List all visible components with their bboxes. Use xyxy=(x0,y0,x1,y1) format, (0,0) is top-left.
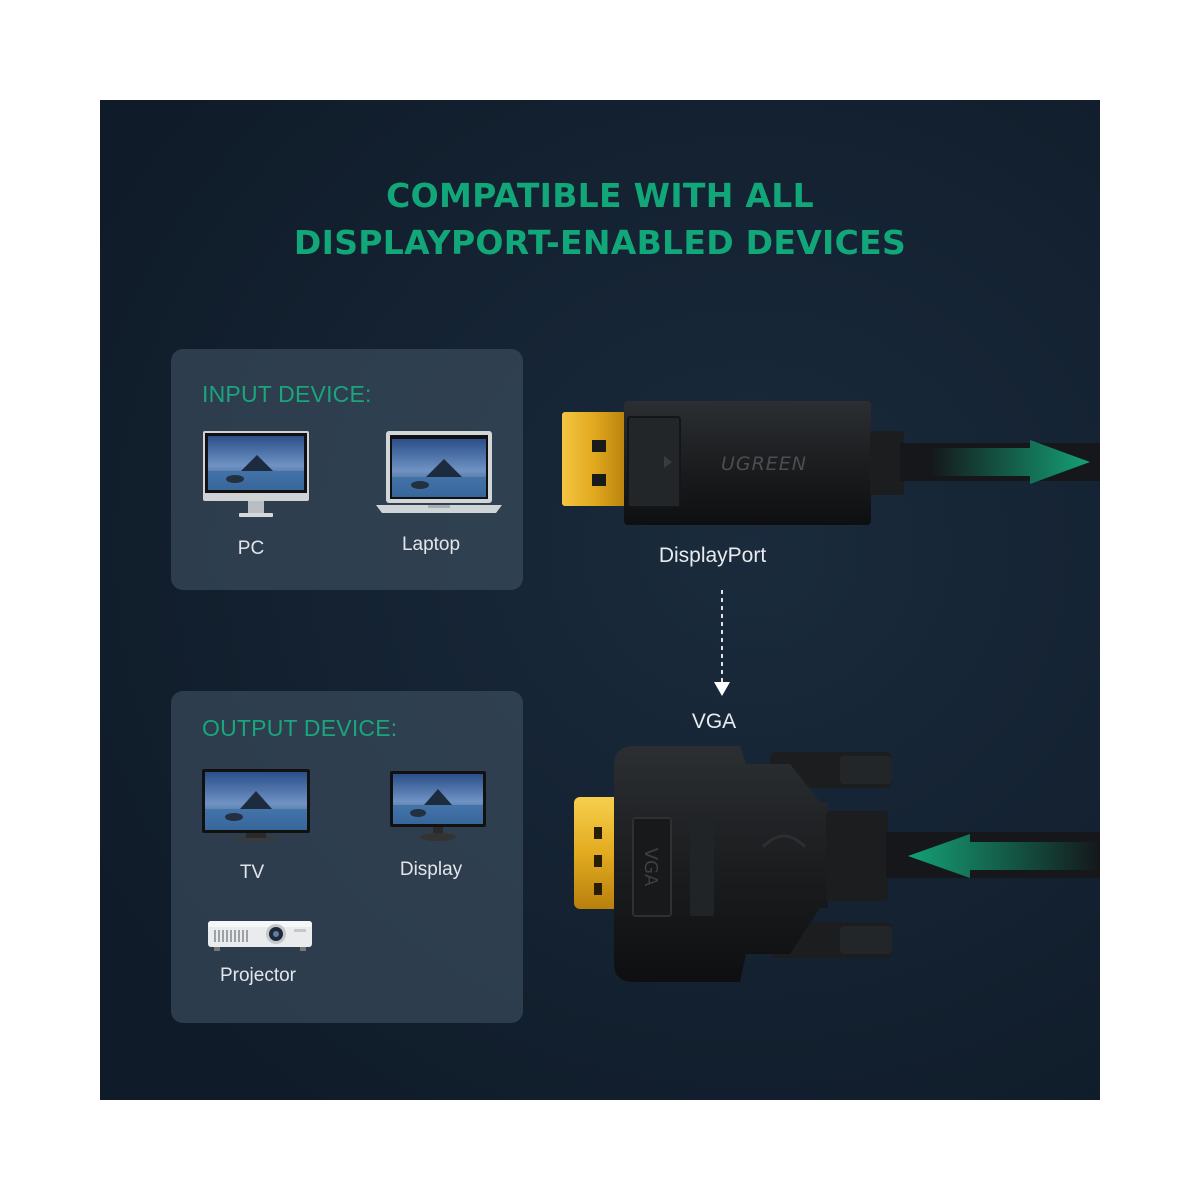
vga-connector: VGA xyxy=(574,746,1100,982)
display-device: Display xyxy=(390,771,490,881)
input-device-box: INPUT DEVICE: PC xyxy=(171,349,523,590)
output-device-box: OUTPUT DEVICE: TV xyxy=(171,691,523,1023)
projector-device: Projector xyxy=(208,917,318,1027)
projector-icon xyxy=(208,921,312,951)
display-monitor-icon xyxy=(390,771,486,841)
tv-device: TV xyxy=(202,769,310,883)
displayport-label: DisplayPort xyxy=(658,544,767,567)
desktop-monitor-icon xyxy=(203,431,309,517)
input-device-title: INPUT DEVICE: xyxy=(202,381,372,407)
cable-artwork: UGREEN VGA xyxy=(562,401,1100,982)
dashed-down-arrow xyxy=(714,590,730,696)
pc-device: PC xyxy=(201,431,311,559)
headline-line-2: DISPLAYPORT-ENABLED DEVICES xyxy=(293,223,907,262)
vga-body-mark: VGA xyxy=(640,848,661,887)
laptop-icon xyxy=(376,431,502,513)
display-label: Display xyxy=(399,859,463,880)
output-device-title: OUTPUT DEVICE: xyxy=(202,715,398,741)
laptop-label: Laptop xyxy=(401,534,461,555)
ugreen-logo: UGREEN xyxy=(721,453,807,475)
headline-line-1: COMPATIBLE WITH ALL xyxy=(386,176,814,215)
projector-label: Projector xyxy=(219,965,297,986)
tv-icon xyxy=(202,769,310,841)
headline: COMPATIBLE WITH ALL DISPLAYPORT-ENABLED … xyxy=(100,172,1100,266)
tv-label: TV xyxy=(239,862,265,883)
laptop-device: Laptop xyxy=(376,431,502,555)
displayport-connector: UGREEN xyxy=(562,401,1100,525)
vga-label: VGA xyxy=(691,710,737,733)
background-panel: COMPATIBLE WITH ALL DISPLAYPORT-ENABLED … xyxy=(100,100,1100,1100)
pc-label: PC xyxy=(237,538,265,559)
